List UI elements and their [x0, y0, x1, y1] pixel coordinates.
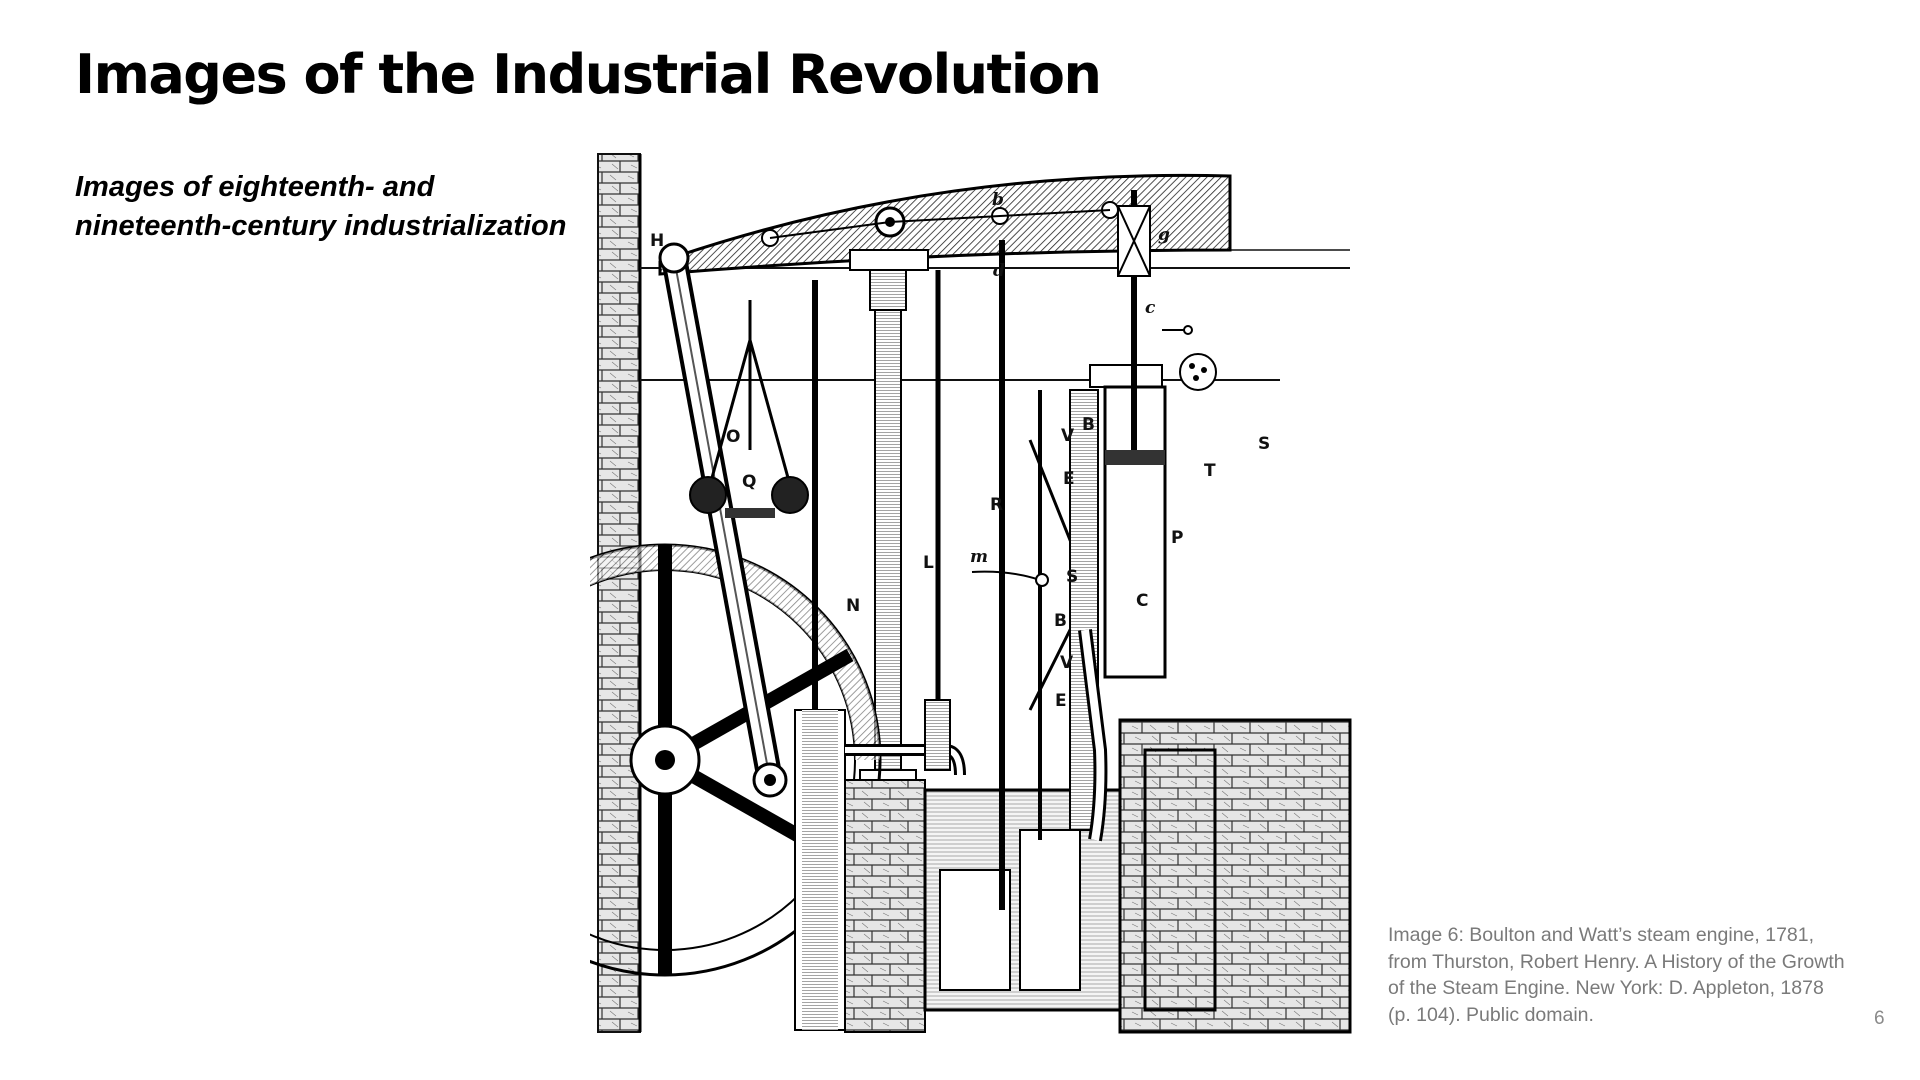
- valve-gear: [971, 240, 1108, 910]
- label-R: R: [990, 495, 1003, 515]
- label-N: N: [846, 596, 860, 616]
- label-g: g: [1158, 225, 1170, 245]
- main-column: [849, 249, 929, 791]
- label-B-lower: B: [1054, 611, 1067, 631]
- label-E-lower: E: [1055, 691, 1067, 711]
- steam-engine-illustration: H b d g c O Q N L R m V B E S B V E S T …: [590, 150, 1360, 1040]
- connecting-rod: [658, 242, 788, 798]
- label-V-lower: V: [1060, 653, 1074, 673]
- label-S-valve: S: [1066, 567, 1078, 587]
- label-E-top: E: [1063, 469, 1075, 489]
- label-O: O: [726, 427, 740, 447]
- slide-subtitle: Images of eighteenth- and nineteenth-cen…: [75, 168, 595, 246]
- steam-engine-drawing: H b d g c O Q N L R m V B E S B V E S T …: [590, 153, 1352, 1034]
- page-number: 6: [1874, 1008, 1885, 1029]
- label-c: c: [1145, 298, 1156, 318]
- label-d: d: [993, 261, 1005, 281]
- slide-title: Images of the Industrial Revolution: [75, 43, 1102, 106]
- label-L: L: [923, 553, 934, 573]
- label-m: m: [970, 547, 988, 567]
- label-C: C: [1136, 591, 1148, 611]
- pump: [794, 270, 966, 1031]
- label-H: H: [650, 231, 664, 251]
- steam-cylinder: [1089, 190, 1167, 679]
- label-P: P: [1171, 528, 1183, 548]
- label-V-top: V: [1061, 426, 1075, 446]
- image-caption: Image 6: Boulton and Watt’s steam engine…: [1388, 924, 1845, 1026]
- sun-planet-gear: [1162, 325, 1217, 391]
- label-b: b: [992, 190, 1004, 210]
- label-T: T: [1204, 461, 1216, 481]
- label-B-top: B: [1082, 415, 1095, 435]
- beam: [658, 173, 1232, 276]
- subtitle-line-1: Images of eighteenth- and: [75, 171, 435, 203]
- label-S-right: S: [1258, 434, 1270, 454]
- left-wall: [597, 153, 641, 1033]
- label-Q: Q: [742, 472, 756, 492]
- subtitle-line-2: nineteenth-century industrialization: [75, 210, 567, 242]
